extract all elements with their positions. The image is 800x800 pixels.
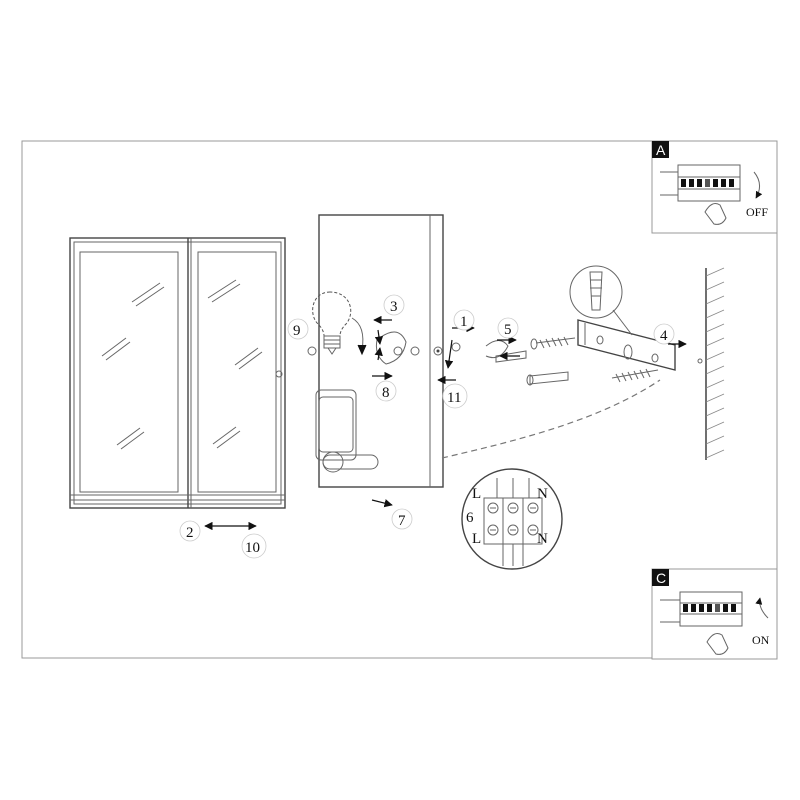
panel-c-letter: C <box>656 570 666 586</box>
callout-4: 4 <box>660 328 668 344</box>
direction-arrows <box>204 315 687 531</box>
callout-1: 1 <box>460 314 468 330</box>
callout-3: 3 <box>390 299 398 315</box>
terminal-label-l-bottom: L <box>472 531 481 547</box>
wall <box>697 267 725 460</box>
callout-11: 11 <box>447 390 461 406</box>
callout-9: 9 <box>293 323 301 339</box>
callout-2: 2 <box>186 525 194 541</box>
breaker-switches-icon <box>660 591 743 627</box>
bulb-icon <box>312 291 367 356</box>
mounting-bracket <box>577 319 676 371</box>
glass-frame <box>69 237 286 509</box>
terminal-label-n-bottom: N <box>537 531 548 547</box>
terminal-block: L L N N <box>461 468 563 570</box>
callout-5: 5 <box>504 322 512 338</box>
panel-a-state: OFF <box>746 205 768 219</box>
hand-icon <box>704 203 727 225</box>
wall-plug-detail <box>569 265 633 336</box>
panel-a-letter: A <box>656 142 666 158</box>
panel-a: A OFF <box>651 140 778 234</box>
callout-10: 10 <box>245 540 260 556</box>
lamp-housing <box>307 214 444 488</box>
callout-8: 8 <box>382 385 390 401</box>
terminal-label-l-top: L <box>472 486 481 502</box>
breaker-switches-icon <box>660 164 741 202</box>
hand-icon <box>706 633 729 655</box>
terminal-label-n-top: N <box>537 486 548 502</box>
panel-c: C ON <box>651 568 778 660</box>
callout-numbers: 1 2 3 4 5 6 7 8 9 10 11 <box>179 294 675 559</box>
cable <box>441 379 661 459</box>
callout-6: 6 <box>466 510 474 526</box>
callout-7: 7 <box>398 513 406 529</box>
screw-icon <box>451 336 659 386</box>
diagram-frame <box>21 140 778 659</box>
panel-c-state: ON <box>752 633 770 647</box>
